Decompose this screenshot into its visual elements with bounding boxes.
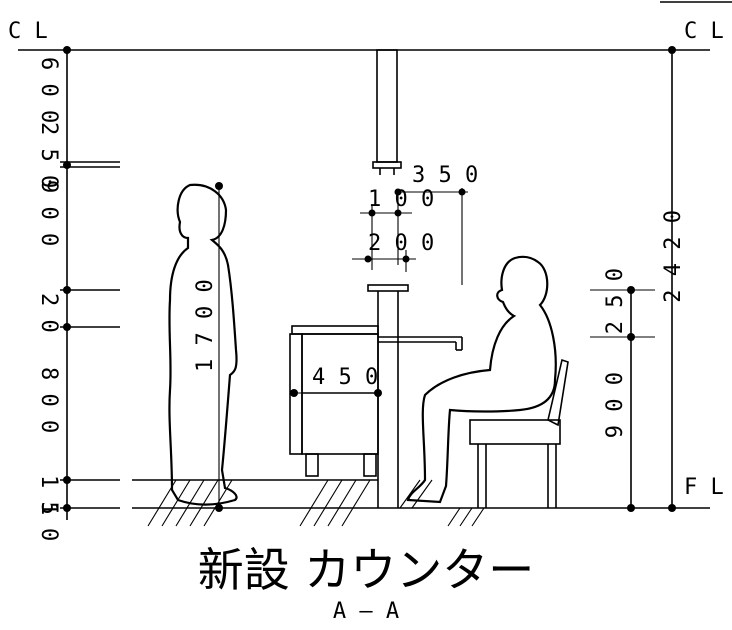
- drawing-subtitle: A — A: [333, 599, 399, 624]
- dim-150: 1 5 0: [36, 475, 61, 541]
- left-dimension-line: [60, 50, 120, 520]
- dim-250: 2 5 0: [36, 122, 61, 188]
- ceiling-column: [372, 49, 402, 175]
- top-dims: [352, 188, 468, 285]
- dim-100: 1 0 0: [368, 187, 434, 212]
- dim-1: 1: [36, 502, 61, 515]
- floor-hatching: [147, 479, 485, 527]
- fl-label: F L: [684, 475, 724, 500]
- chair: [469, 358, 569, 508]
- cl-right-label: C L: [684, 19, 724, 44]
- dim-1700: 1 7 0 0: [193, 279, 218, 372]
- dim-200: 2 0 0: [368, 231, 434, 256]
- dim-20: 2 0: [36, 293, 61, 333]
- dim-250-right: 2 5 0: [603, 268, 628, 334]
- right-dimension-lines: [590, 50, 673, 508]
- ceiling-line: [18, 46, 710, 54]
- dim-2420: 2 4 2 0: [661, 210, 686, 303]
- dim-350: 3 5 0: [412, 163, 478, 188]
- counter-column: [367, 284, 463, 508]
- standing-person-figure: [168, 182, 238, 508]
- counter-cabinet: [289, 325, 382, 477]
- floor-lines: [60, 476, 710, 512]
- seated-person-figure: [406, 255, 557, 504]
- dim-900: 9 0 0: [36, 180, 61, 246]
- dim-450: 4 5 0: [312, 365, 378, 390]
- dim-900-right: 9 0 0: [603, 372, 628, 438]
- drawing-title: 新設 カウンター: [198, 543, 535, 597]
- dim-600: 6 0 0: [36, 57, 61, 123]
- dim-800: 8 0 0: [36, 367, 61, 433]
- cl-left-label: C L: [8, 19, 48, 44]
